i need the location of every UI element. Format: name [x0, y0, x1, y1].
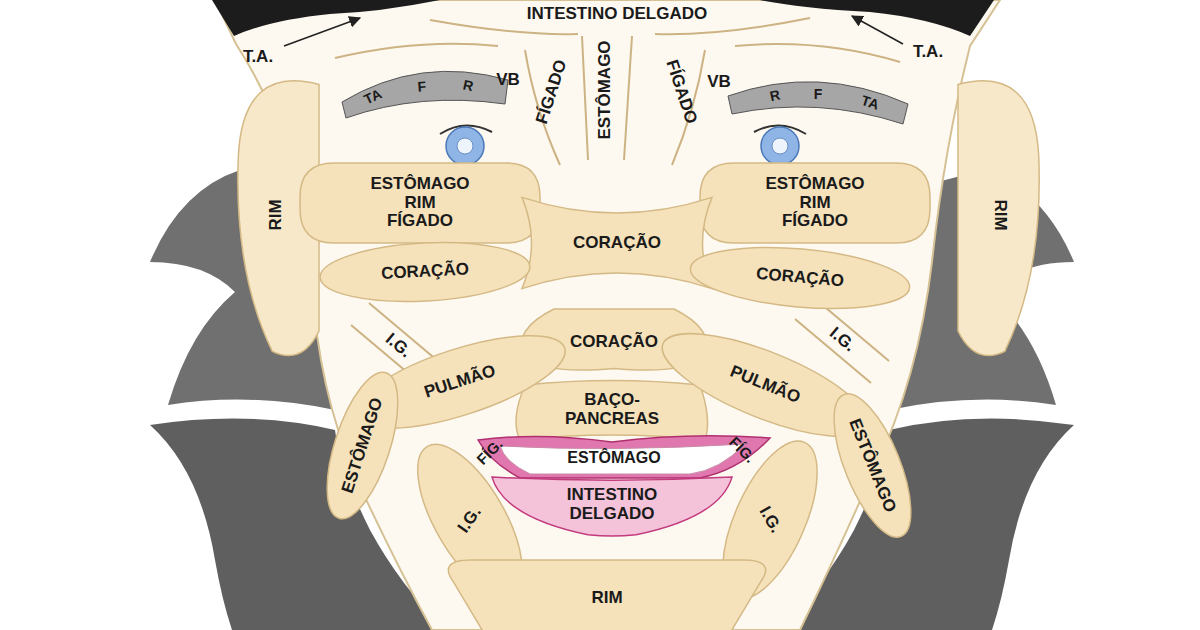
callout-label: T.A.	[243, 48, 273, 67]
top-hair	[760, 0, 994, 36]
leader-arrow	[284, 18, 360, 46]
region-shape	[700, 163, 930, 243]
eye-highlight	[457, 138, 473, 154]
region-label: I.G.	[825, 324, 858, 356]
region-shape	[448, 560, 765, 630]
eyebrow-label: TA	[362, 86, 384, 107]
eyebrow	[342, 71, 508, 118]
region-text-block: CORAÇÃO	[573, 234, 661, 253]
region-shape	[492, 477, 732, 536]
forehead-line	[335, 44, 498, 58]
region-label: INTESTINO DELGADO	[527, 5, 707, 24]
lower-lip-region: INTESTINO DELGADO	[492, 474, 732, 536]
region-text-block: RIM	[267, 199, 286, 230]
region-label: VB	[496, 71, 520, 90]
region-label: RIM	[267, 199, 286, 230]
region-label: I.G.	[381, 330, 414, 362]
region-text-block: RIM	[591, 589, 622, 608]
cheek-region: CORAÇÃO	[688, 240, 912, 317]
eyebrow	[728, 82, 908, 124]
region-shape	[300, 163, 540, 243]
eye-region: ESTÔMAGO RIM FÍGADO	[300, 163, 540, 243]
region-label: RIM	[991, 199, 1010, 230]
region-shape	[958, 81, 1039, 356]
forehead-line	[735, 44, 900, 62]
region-label: CORAÇÃO	[570, 333, 658, 352]
eyebrow-label: TA	[859, 93, 881, 113]
forehead-line	[624, 36, 632, 160]
region-text-block: INTESTINO DELGADO	[567, 486, 658, 523]
ear-region: RIM	[958, 70, 1043, 360]
face-outline	[215, 0, 1000, 630]
callout-label: T.A.	[913, 43, 943, 62]
region-shape	[522, 197, 712, 288]
region-shape	[688, 240, 912, 317]
region-label: FÍG.	[726, 434, 758, 466]
eye	[446, 127, 484, 165]
eye	[761, 127, 799, 165]
forehead-lines	[335, 18, 900, 165]
eyebrow-label: F	[417, 79, 427, 95]
region-shape	[319, 238, 532, 307]
region-label: ESTÔMAGO RIM FÍGADO	[370, 175, 469, 231]
region-label: FÍG.	[474, 436, 506, 468]
region-label: VB	[707, 73, 731, 92]
eyebrow-label: F	[814, 87, 823, 102]
eyebrow-label: R	[768, 87, 781, 104]
region-label: FÍGADO	[533, 58, 571, 127]
forehead-line	[582, 36, 588, 160]
region-label: BAÇO- PANCREAS	[565, 391, 659, 428]
region-label: CORAÇÃO	[573, 234, 661, 253]
region-label: ESTÔMAGO RIM FÍGADO	[765, 175, 864, 231]
region-text-block: ESTÔMAGO RIM FÍGADO	[370, 175, 469, 231]
jaw-region: ESTÔMAGO	[818, 384, 926, 546]
upper-lip	[478, 436, 770, 478]
teeth	[500, 444, 745, 474]
nose-bridge-region: CORAÇÃO	[522, 183, 712, 303]
region-label: ESTÔMAGO	[567, 449, 660, 467]
eye-highlight	[772, 138, 788, 154]
eyebrow-label: R	[461, 77, 474, 94]
chin-region: RIM	[437, 560, 777, 630]
region-label: ESTÔMAGO	[596, 40, 615, 139]
jaw-region: ESTÔMAGO	[312, 364, 412, 526]
region-shape	[312, 364, 412, 526]
region-text-block: CORAÇÃO	[570, 333, 658, 352]
eye-region: ESTÔMAGO RIM FÍGADO	[700, 163, 930, 243]
region-label: INTESTINO DELGADO	[567, 486, 658, 523]
region-label: RIM	[591, 589, 622, 608]
region-text-block: ESTÔMAGO RIM FÍGADO	[765, 175, 864, 231]
region-shape	[818, 384, 926, 546]
region-text-block: RIM	[991, 199, 1010, 230]
upper-lip-region	[516, 381, 708, 441]
region-label: FÍGADO	[662, 58, 700, 127]
leader-arrow	[852, 16, 903, 44]
cheek-region: CORAÇÃO	[319, 238, 532, 307]
